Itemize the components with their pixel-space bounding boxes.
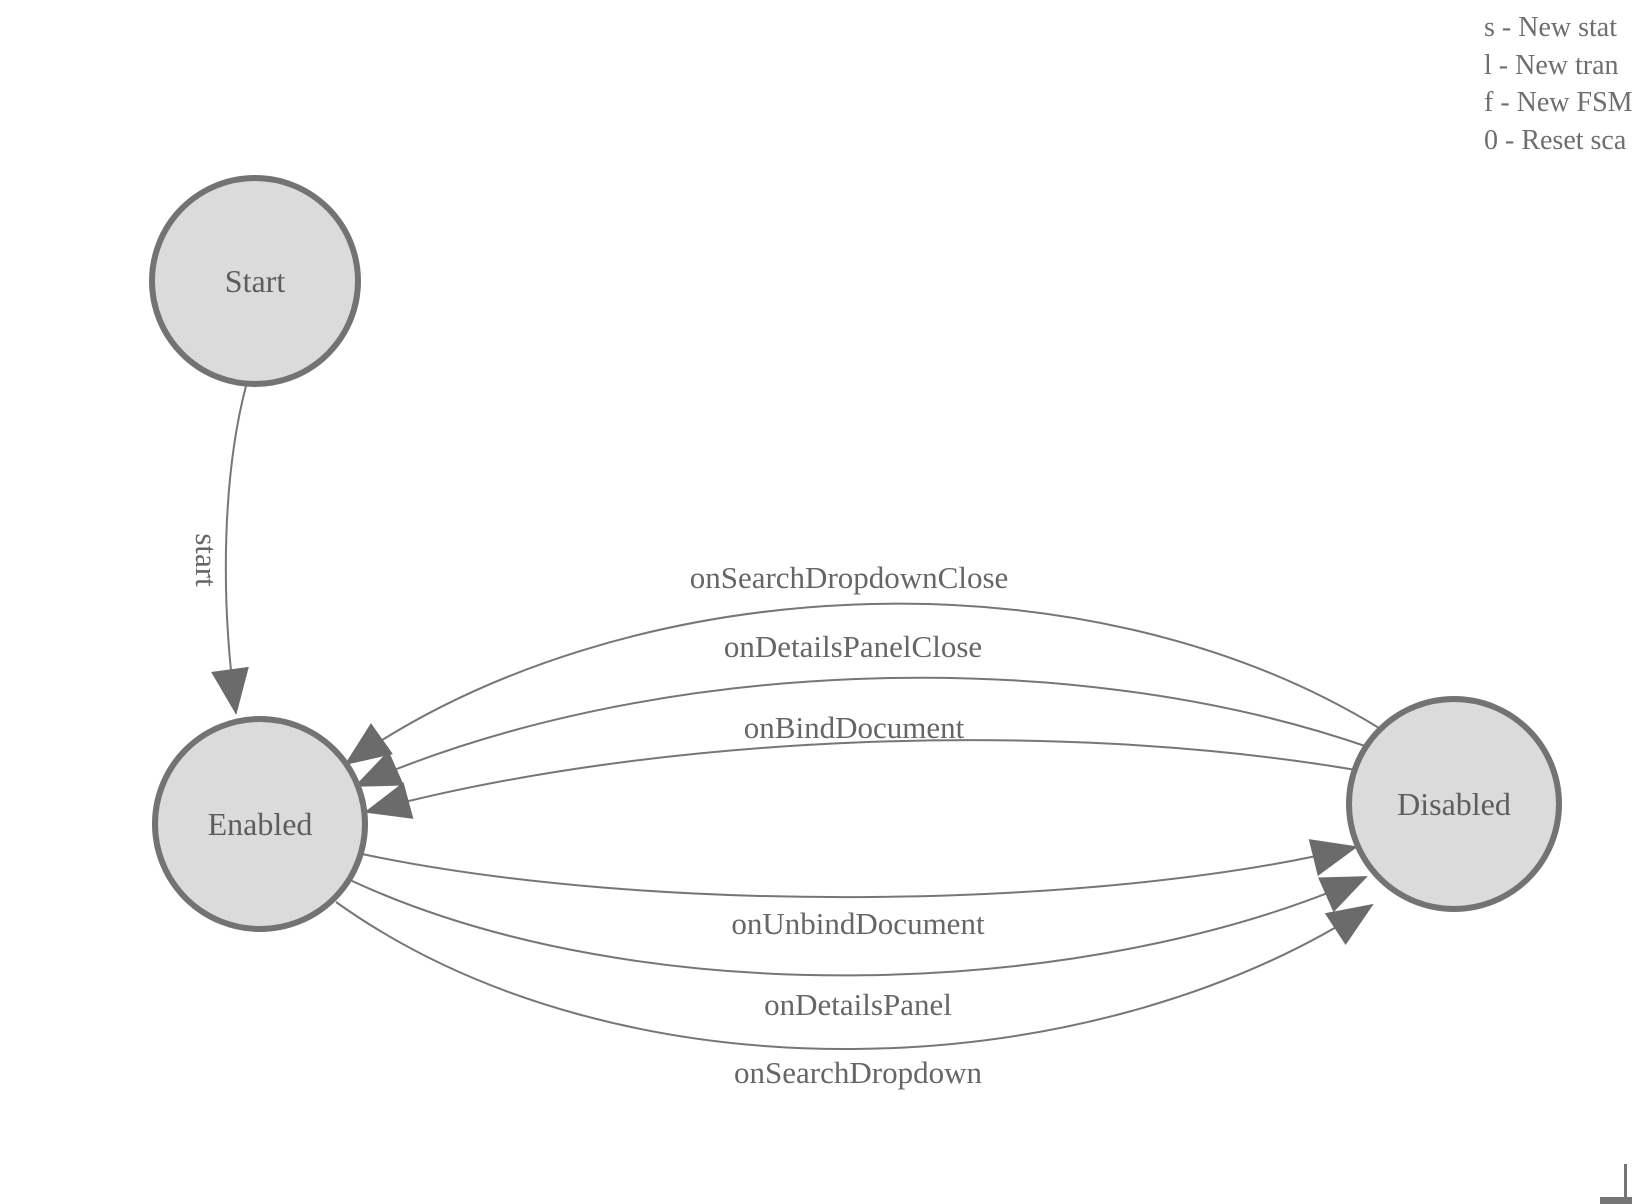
legend-line-new-transition: l - New tran [1484, 49, 1619, 81]
legend-line-new-state: s - New stat [1484, 12, 1617, 43]
canvas-corner-mark [1600, 1197, 1632, 1204]
edge-label-on-details-panel[interactable]: onDetailsPanel [764, 987, 952, 1022]
edge-on-search-dropdown-close[interactable] [344, 602, 1380, 766]
state-node-enabled[interactable] [152, 716, 368, 932]
canvas-corner-mark [1624, 1164, 1627, 1198]
edge-label-on-search-dropdown[interactable]: onSearchDropdown [734, 1055, 982, 1090]
edge-on-unbind-document[interactable] [361, 839, 1358, 899]
edge-on-search-dropdown[interactable] [335, 901, 1374, 1051]
edge-start[interactable] [211, 385, 249, 715]
legend-line-reset-scale: 0 - Reset sca [1484, 124, 1627, 156]
edge-label-on-details-panel-close[interactable]: onDetailsPanelClose [724, 629, 982, 664]
edge-label-start[interactable]: start [189, 533, 224, 587]
shortcuts-legend: s - New stat l - New tran f - New FSM 0 … [1484, 9, 1632, 159]
legend-line-new-fsm: f - New FSM [1484, 87, 1632, 118]
edge-label-on-search-dropdown-close[interactable]: onSearchDropdownClose [690, 560, 1009, 595]
edge-on-details-panel[interactable] [349, 876, 1368, 977]
edge-on-details-panel-close[interactable] [354, 676, 1369, 787]
state-node-start[interactable] [149, 175, 361, 387]
state-node-disabled[interactable] [1346, 696, 1562, 912]
edge-label-on-bind-document[interactable]: onBindDocument [744, 710, 965, 745]
edge-label-on-unbind-document[interactable]: onUnbindDocument [731, 906, 985, 941]
edge-on-bind-document[interactable] [364, 739, 1357, 819]
